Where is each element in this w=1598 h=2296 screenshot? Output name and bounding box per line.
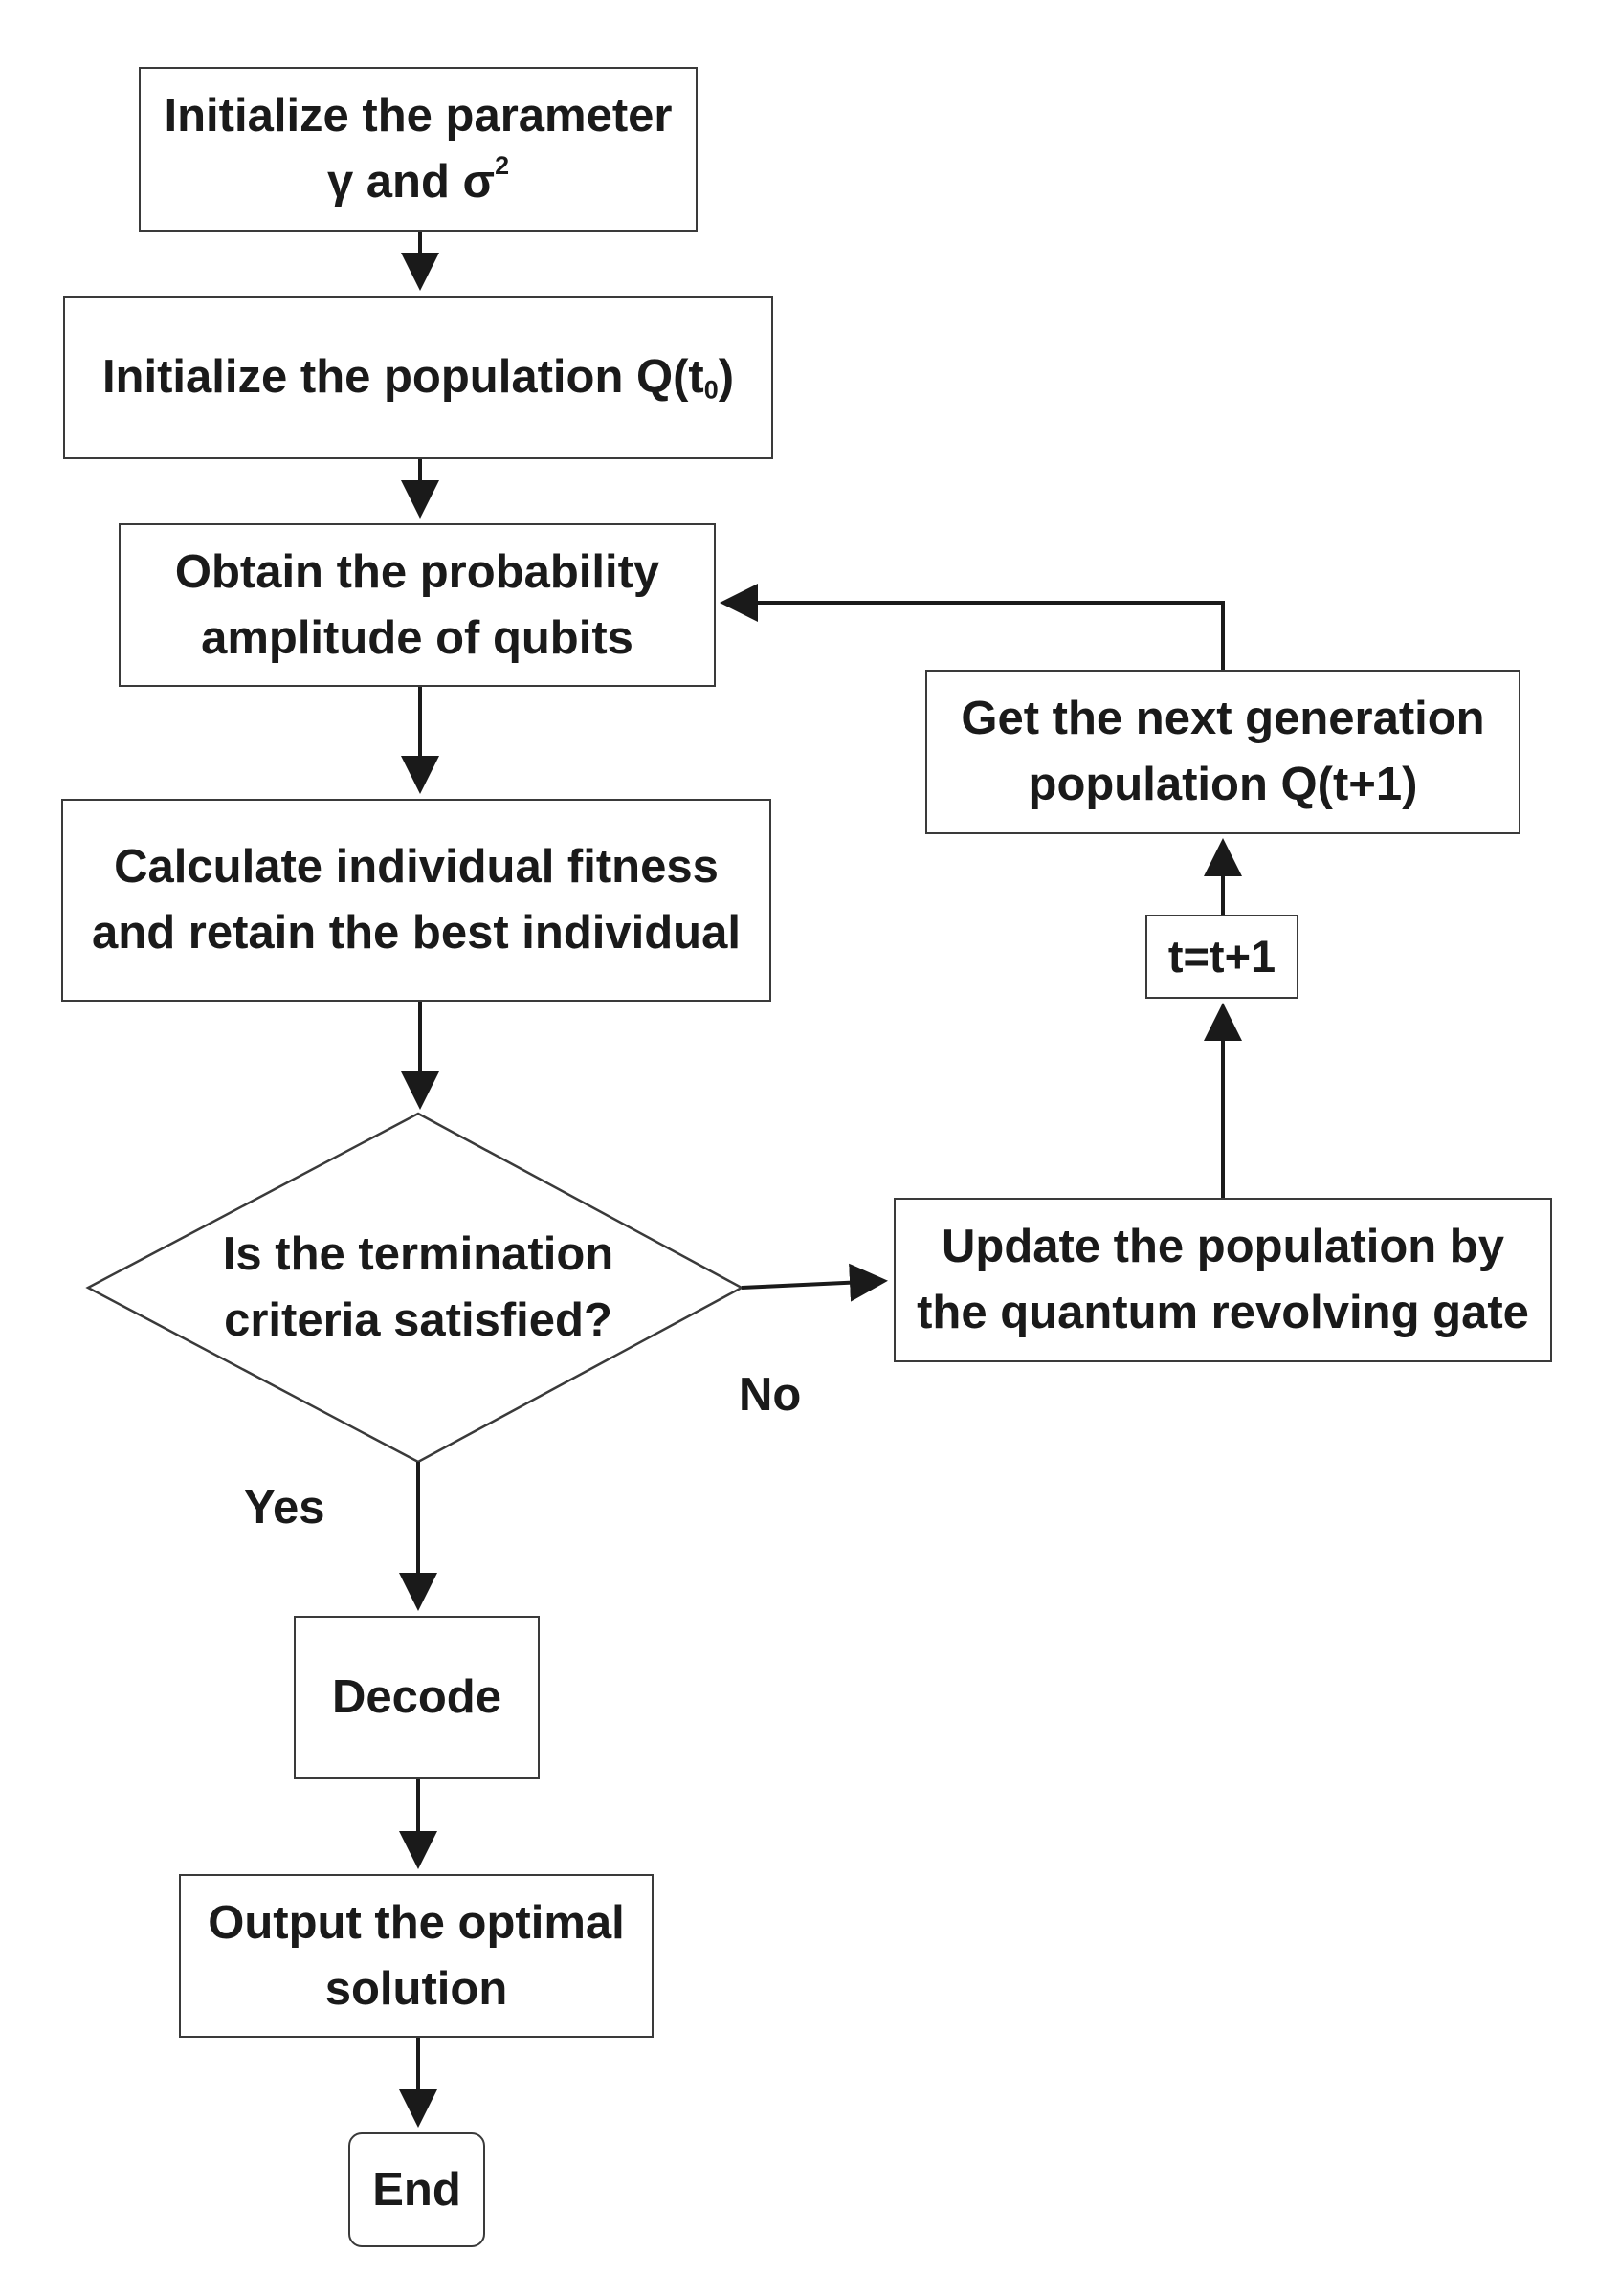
init-params-line1: Initialize the parameter [164,90,673,143]
next-generation-line2: population Q(t+1) [1028,759,1418,810]
termination-decision-label: Is the termination criteria satisfied? [184,1211,653,1364]
probability-amplitude-line1: Obtain the probability [174,545,660,598]
init-population-label: Initialize the population Q(t0) [101,351,735,405]
end-label: End [372,2163,461,2216]
probability-amplitude-box: Obtain the probability amplitude of qubi… [119,523,716,687]
arrow-decision-to-update [741,1263,888,1302]
decode-box: Decode [294,1616,540,1779]
update-population-box: Update the population by the quantum rev… [894,1198,1552,1362]
end-terminator: End [348,2132,485,2247]
next-generation-line1: Get the next generation [961,693,1485,745]
next-generation-box: Get the next generation population Q(t+1… [925,670,1520,834]
increment-label: t=t+1 [1167,931,1276,982]
edge-label-yes: Yes [244,1482,325,1534]
arrow-next-generation-to-probability [720,584,1225,670]
fitness-line2: and retain the best individual [92,907,741,959]
termination-line1: Is the termination [222,1228,614,1281]
init-params-line2: γ and σ2 [326,150,510,208]
decode-label: Decode [331,1671,501,1724]
output-box: Output the optimal solution [179,1874,654,2038]
update-population-line1: Update the population by [942,1221,1504,1273]
output-line2: solution [324,1962,508,2015]
init-params-box: Initialize the parameter γ and σ2 [139,67,698,232]
fitness-box: Calculate individual fitness and retain … [61,799,771,1002]
fitness-line1: Calculate individual fitness [114,841,719,894]
probability-amplitude-line2: amplitude of qubits [201,611,633,664]
update-population-line2: the quantum revolving gate [917,1287,1529,1338]
edge-label-no: No [739,1369,802,1421]
termination-line2: criteria satisfied? [224,1294,612,1346]
output-line1: Output the optimal [208,1896,625,1949]
init-population-box: Initialize the population Q(t0) [63,296,773,459]
increment-box: t=t+1 [1145,915,1298,999]
